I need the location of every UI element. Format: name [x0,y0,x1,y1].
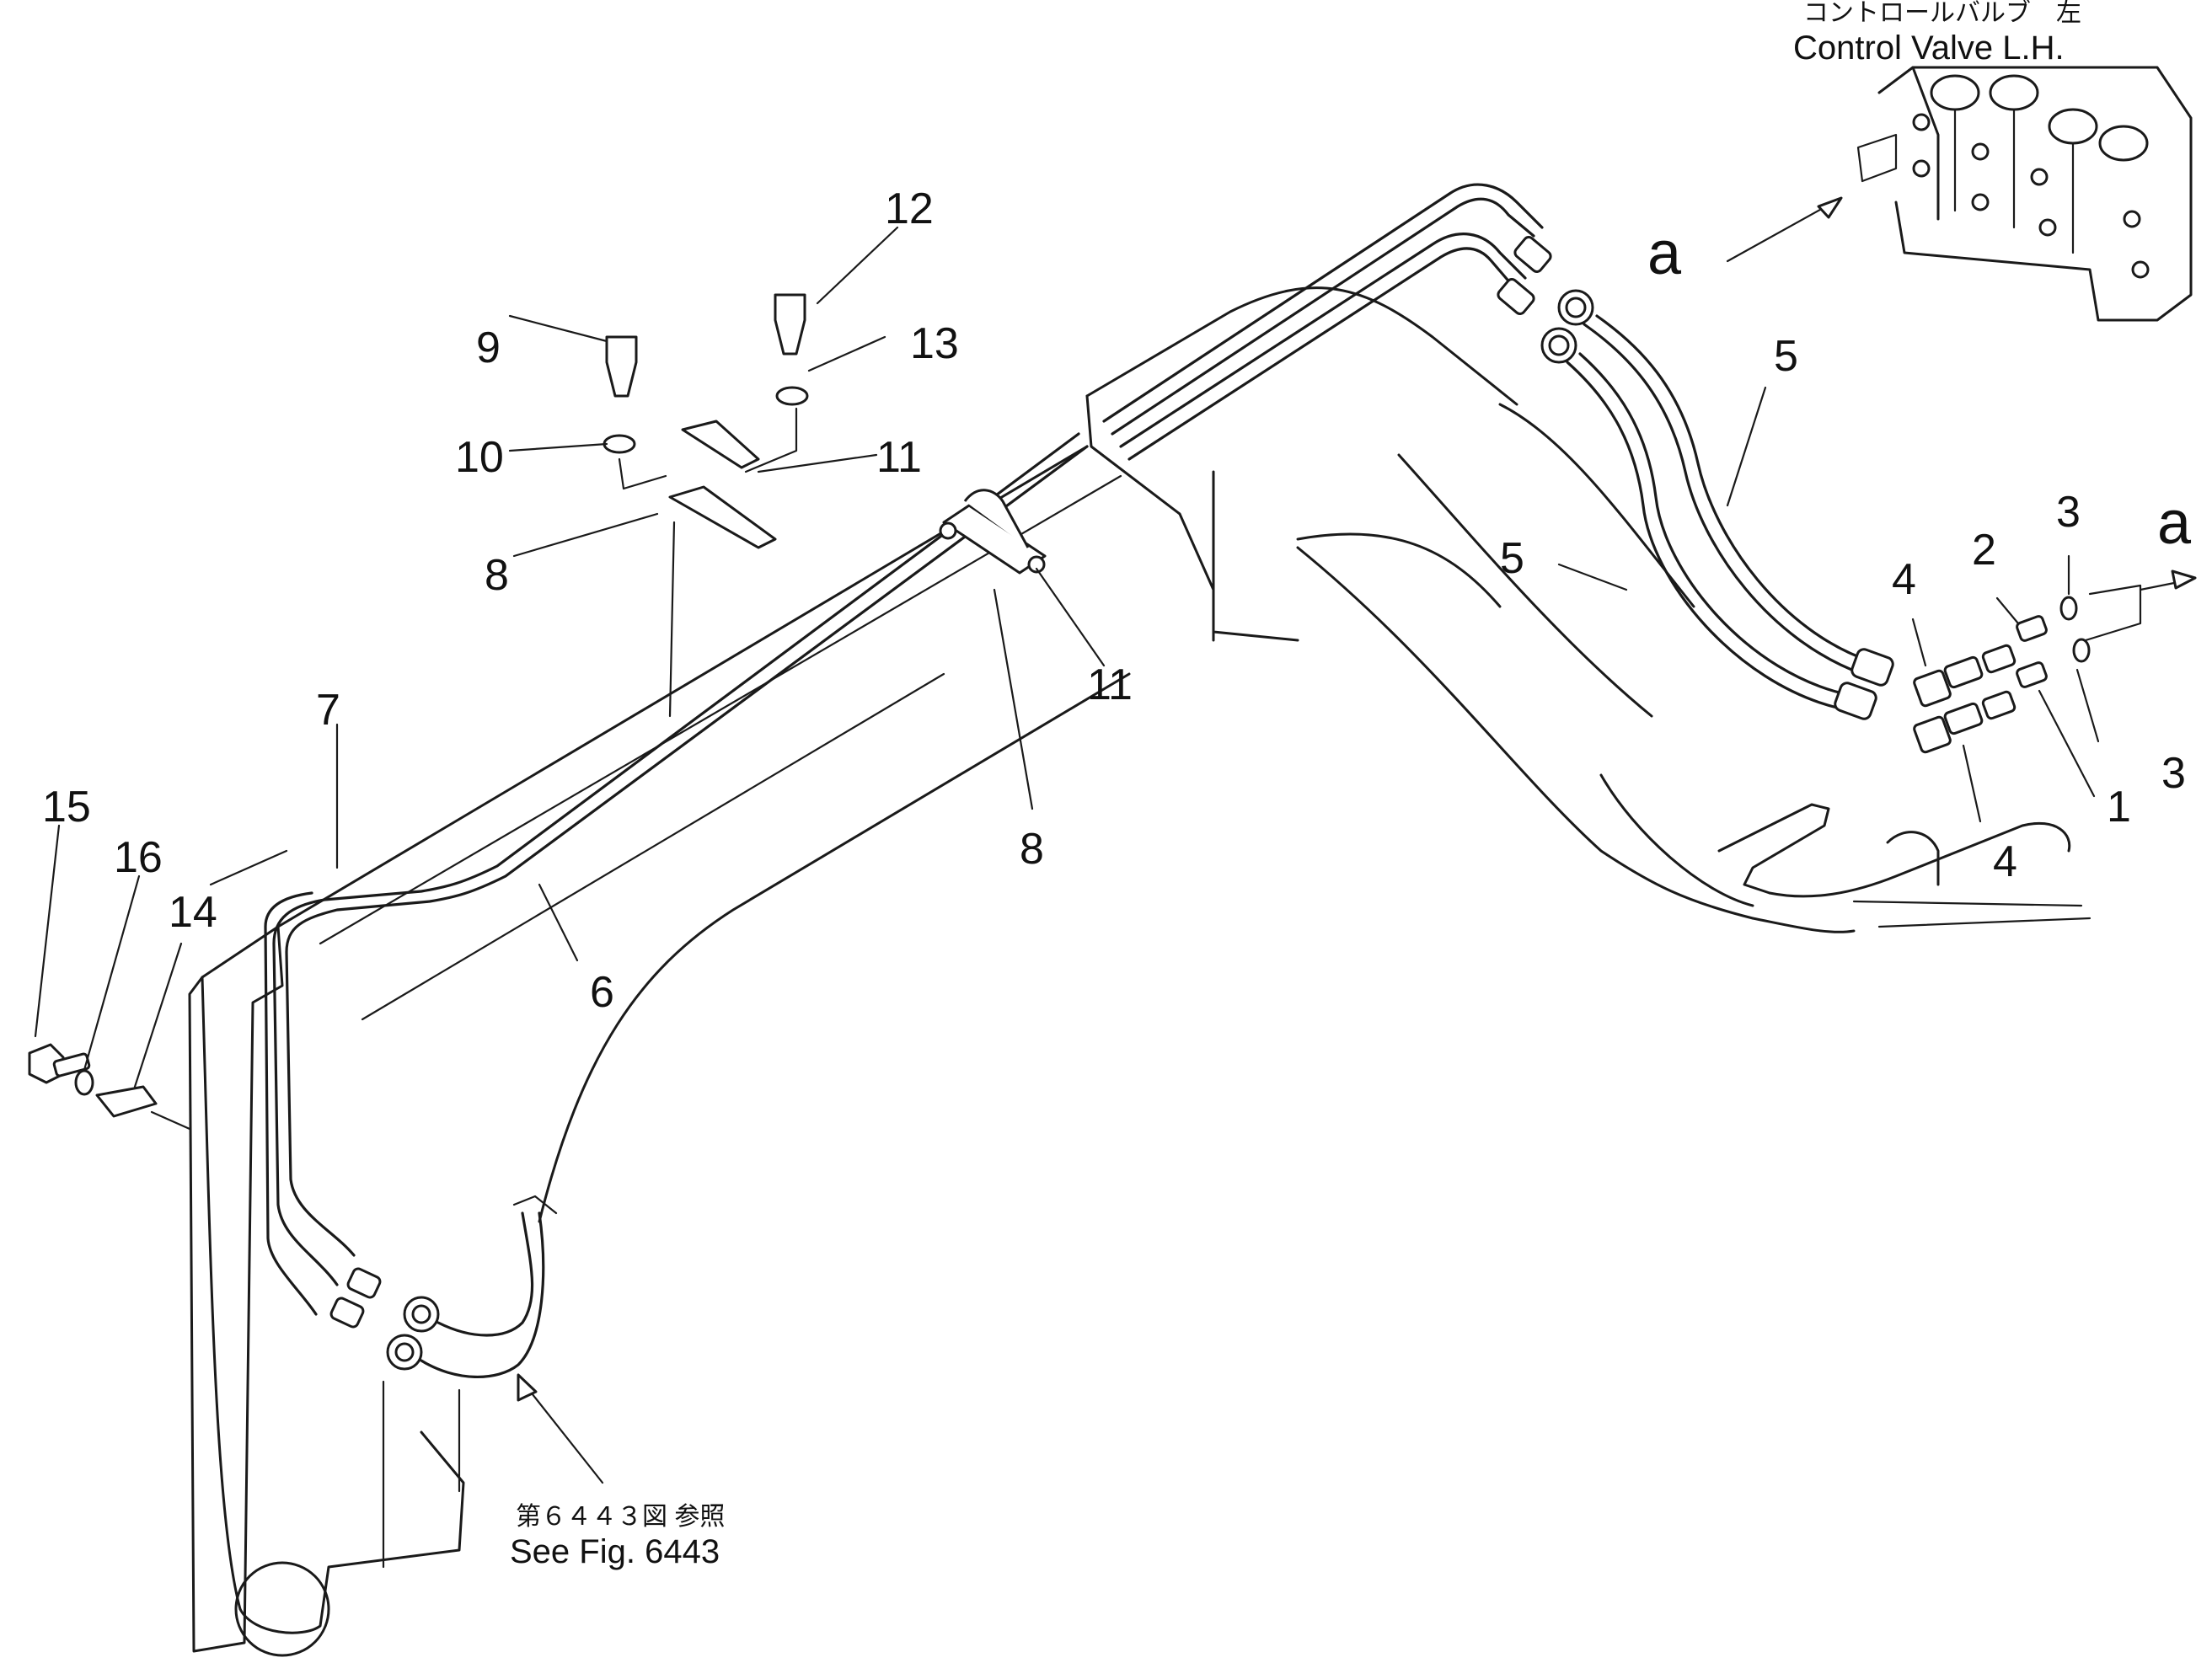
reference-en: See Fig. 6443 [510,1533,720,1570]
callout-11-lower: 11 [1087,660,1133,709]
view-arrow-right [2139,569,2197,591]
callout-6: 6 [590,968,614,1017]
elbow-fittings [1913,584,2142,754]
rear-pipe-fittings [1497,236,1594,364]
lower-left-fittings [329,1195,558,1378]
boom-body [188,286,2091,1657]
pipe-lines [264,183,1544,1316]
callout-4-lower: 4 [1993,837,2017,886]
control-valve-block [1856,66,2193,322]
small-parts-left [28,1043,191,1131]
view-mark-top: a [1647,220,1682,287]
callout-15: 15 [42,783,91,832]
callout-1: 1 [2107,783,2131,832]
callout-7: 7 [316,686,340,735]
leader-lines [34,226,2100,1088]
view-mark-right: a [2157,489,2192,557]
clamp-set-upper [603,293,809,718]
callout-3-upper: 3 [2056,488,2081,537]
callout-5-lower: 5 [1500,534,1524,583]
clamp-on-pipe [939,489,1047,575]
callout-8-upper: 8 [485,551,509,600]
reference-arrow [517,1373,604,1484]
callout-11-upper: 11 [876,433,922,482]
reference-jp: 第６４４３図 参照 [516,1503,725,1531]
callout-5-upper: 5 [1774,332,1798,381]
callout-12: 12 [885,184,934,233]
callout-10: 10 [455,433,504,482]
hoses [1566,314,1894,720]
title-en: Control Valve L.H. [1793,29,2065,67]
callout-9: 9 [476,324,501,372]
callout-8-lower: 8 [1020,825,1044,874]
callout-2: 2 [1972,526,1996,575]
callout-16: 16 [114,833,163,882]
callout-14: 14 [169,888,217,937]
callout-labels: 1 2 3 3 4 4 5 5 6 7 8 8 9 10 11 11 12 13… [42,184,2186,1017]
callout-4-upper: 4 [1892,555,1916,604]
callout-13: 13 [910,319,959,368]
callout-3-lower: 3 [2161,749,2186,798]
view-arrow-top [1726,196,1843,263]
title-jp: コントロールバルブ 左 [1803,0,2081,27]
